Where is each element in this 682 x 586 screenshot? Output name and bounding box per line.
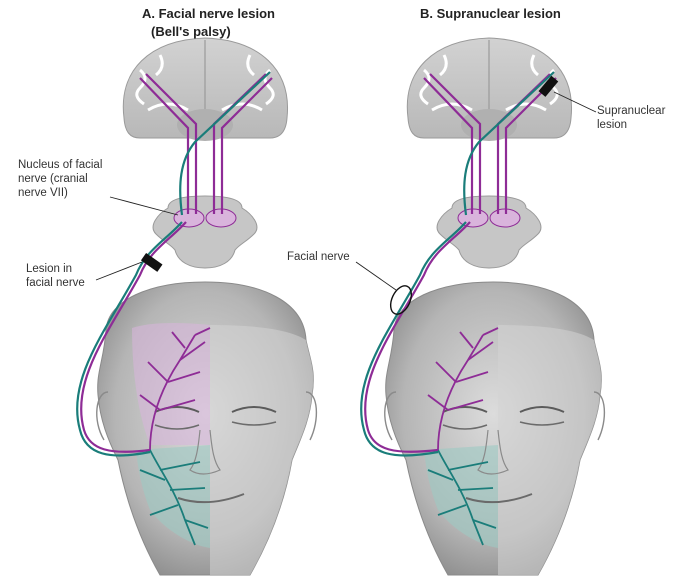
label-lesion-line1: Lesion in	[26, 262, 72, 276]
panel-b	[356, 38, 604, 575]
label-lesion-line2: facial nerve	[26, 276, 85, 290]
face-a	[97, 282, 317, 575]
panel-a	[77, 38, 316, 575]
face-b	[385, 282, 605, 575]
label-supranuclear-line2: lesion	[597, 118, 627, 132]
brain-section-a	[123, 38, 287, 141]
label-facial-nerve: Facial nerve	[287, 250, 350, 264]
panel-b-title: B. Supranuclear lesion	[420, 6, 561, 21]
label-nucleus-line2: nerve (cranial	[18, 172, 88, 186]
brainstem-b	[437, 196, 541, 268]
leader-facial-nerve-b	[356, 262, 396, 290]
label-nucleus-line3: nerve VII)	[18, 186, 68, 200]
label-supranuclear-line1: Supranuclear	[597, 104, 665, 118]
label-nucleus-line1: Nucleus of facial	[18, 158, 102, 172]
panel-a-subtitle: (Bell's palsy)	[151, 24, 231, 39]
panel-a-title: A. Facial nerve lesion	[142, 6, 275, 21]
brainstem-a	[153, 196, 257, 268]
